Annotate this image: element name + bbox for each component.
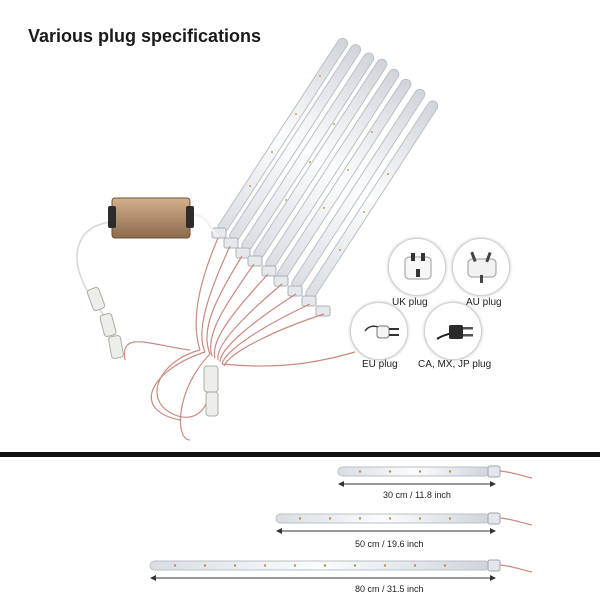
uk-plug-icon	[404, 253, 432, 280]
length-label-80cm: 80 cm / 31.5 inch	[355, 584, 424, 594]
length-label-50cm: 50 cm / 19.6 inch	[355, 539, 424, 549]
wires	[123, 237, 356, 441]
tube-50cm	[275, 512, 533, 534]
us-plug-badge	[424, 302, 482, 360]
length-label-30cm: 30 cm / 11.8 inch	[383, 490, 451, 500]
au-plug-label: AU plug	[466, 297, 502, 308]
eu-plug-badge	[350, 302, 408, 360]
tube-80cm	[149, 559, 533, 581]
page-title: Various plug specifications	[28, 26, 262, 46]
meteor-tubes	[217, 37, 439, 300]
waterproof-connectors	[86, 286, 219, 417]
length-tube-leds	[173, 470, 452, 567]
tube-30cm	[337, 465, 533, 487]
section-divider	[0, 452, 600, 457]
eu-plug-icon	[364, 325, 399, 339]
tube-end-caps	[211, 227, 331, 317]
us-plug-icon	[436, 325, 473, 340]
uk-plug-badge	[388, 238, 446, 296]
uk-plug-label: UK plug	[392, 297, 428, 308]
au-plug-icon	[467, 251, 497, 283]
tube-leds	[249, 75, 389, 251]
power-adapter	[108, 197, 194, 239]
au-plug-badge	[452, 238, 510, 296]
eu-plug-label: EU plug	[362, 359, 398, 370]
us-plug-label: CA, MX, JP plug	[418, 359, 492, 370]
product-illustration	[75, 37, 439, 441]
